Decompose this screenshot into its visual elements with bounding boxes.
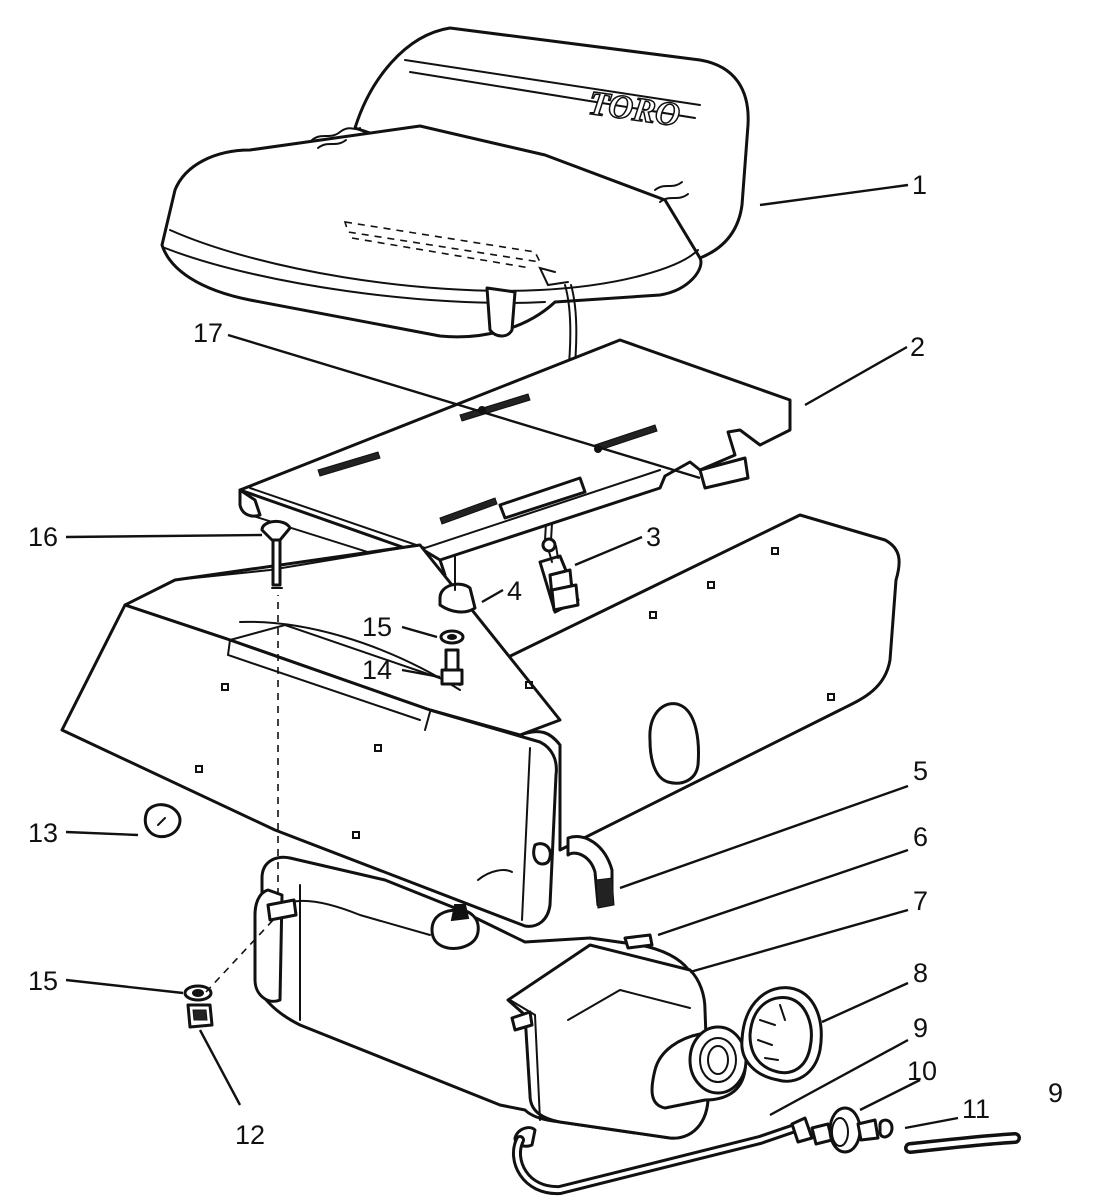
callout-1: 1 bbox=[912, 170, 927, 200]
callout-9-hose: 9 bbox=[913, 1013, 928, 1043]
fuel-cap bbox=[740, 986, 823, 1083]
fender-body bbox=[60, 513, 901, 928]
callout-labels: 1 2 3 4 5 6 7 8 9 10 11 9 12 13 14 15 15… bbox=[28, 170, 1063, 1150]
callout-7: 7 bbox=[913, 886, 928, 916]
callout-2: 2 bbox=[910, 332, 925, 362]
callout-3: 3 bbox=[646, 522, 661, 552]
callout-11: 11 bbox=[962, 1094, 990, 1124]
seat-switch bbox=[538, 537, 580, 614]
leader-lines bbox=[65, 183, 959, 1130]
vent-hose bbox=[566, 835, 615, 909]
callout-16: 16 bbox=[28, 522, 58, 552]
seat: TORO bbox=[160, 26, 750, 541]
callout-15-upper: 15 bbox=[362, 612, 392, 642]
callout-12: 12 bbox=[235, 1120, 265, 1150]
callout-8: 8 bbox=[913, 958, 928, 988]
callout-9-line: 9 bbox=[1048, 1078, 1063, 1108]
callout-10: 10 bbox=[907, 1056, 937, 1086]
fuel-line bbox=[511, 1106, 1021, 1196]
retaining-clip bbox=[143, 803, 182, 839]
callout-15-lower: 15 bbox=[28, 966, 58, 996]
hardware-lower bbox=[183, 984, 214, 1029]
callout-4: 4 bbox=[507, 576, 522, 606]
callout-17: 17 bbox=[193, 318, 223, 348]
fuel-tank bbox=[253, 855, 748, 1140]
callout-13: 13 bbox=[28, 818, 58, 848]
callout-6: 6 bbox=[913, 822, 928, 852]
screw bbox=[260, 520, 292, 589]
seat-plate bbox=[238, 338, 792, 582]
callout-14: 14 bbox=[362, 655, 392, 685]
callout-5: 5 bbox=[913, 756, 928, 786]
hardware-center bbox=[438, 554, 477, 686]
